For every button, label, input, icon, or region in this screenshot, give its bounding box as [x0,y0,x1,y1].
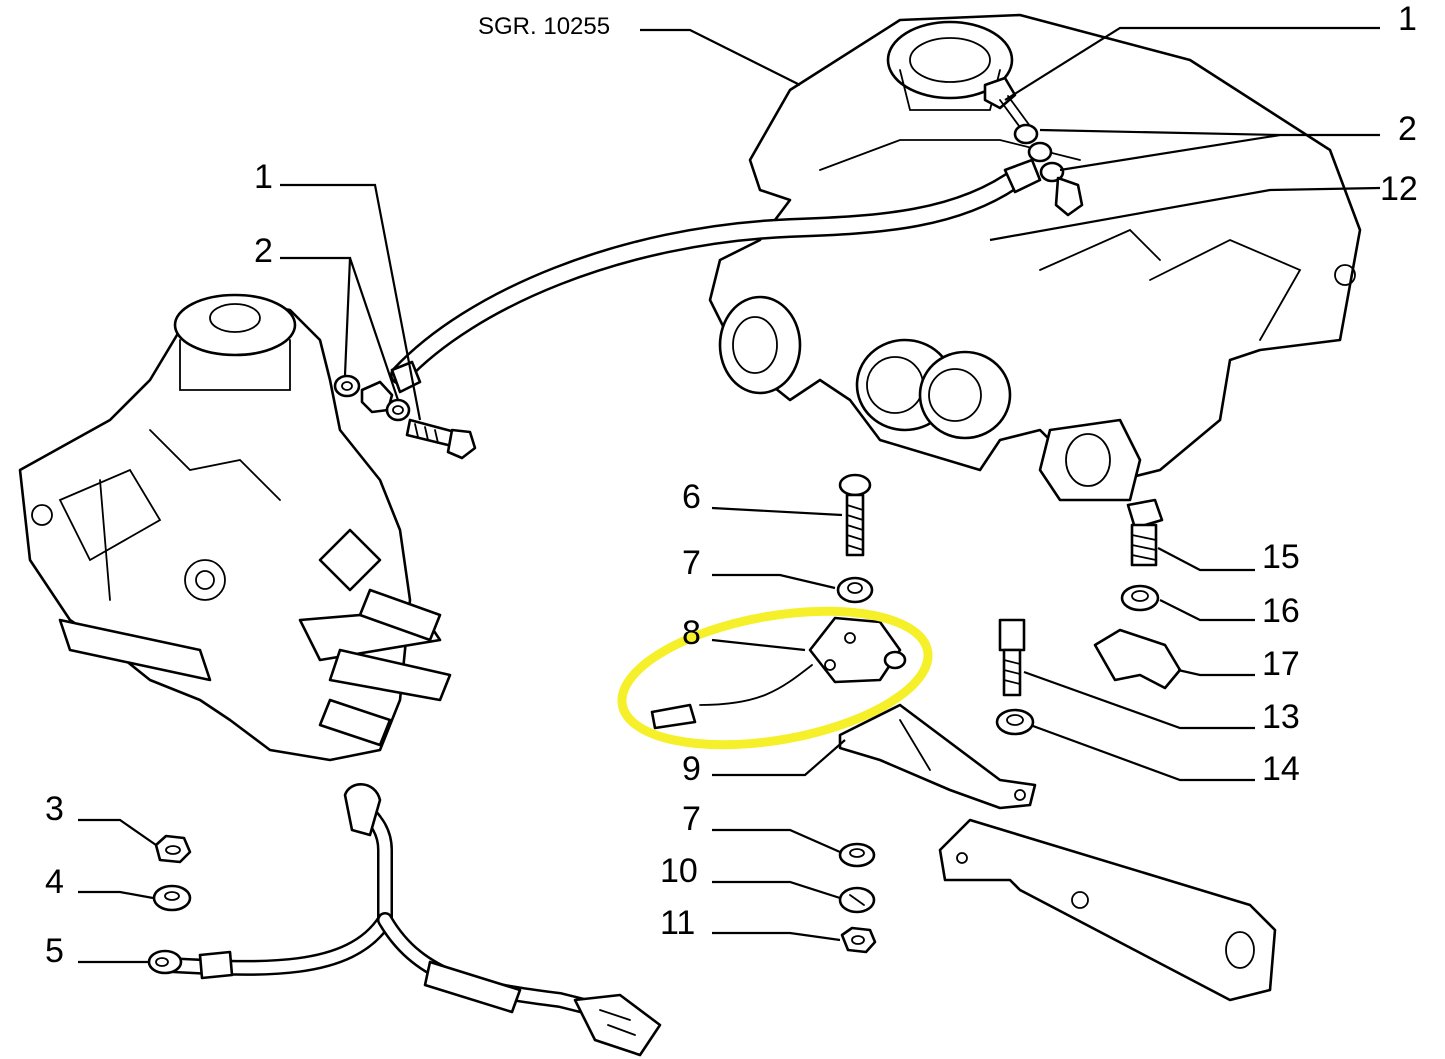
injection-pump [18,293,452,762]
label-8: 8 [682,614,701,652]
washer-14 [995,708,1035,736]
label-16: 16 [1262,592,1300,630]
label-5: 5 [45,932,64,970]
pump-banjo-fittings [333,374,477,460]
sensor-8 [650,616,907,730]
label-7-lower: 7 [682,800,701,838]
leader-lines [78,26,1381,964]
label-17: 17 [1262,645,1300,683]
nut-3 [154,834,192,864]
wiring-harness-5 [147,783,662,1057]
label-7-upper: 7 [682,544,701,582]
mounting-bracket [938,818,1277,1002]
label-15: 15 [1262,538,1300,576]
label-3: 3 [45,790,64,828]
spring-washer-10 [838,886,876,914]
pipe-12 [390,158,1042,394]
label-13: 13 [1262,698,1300,736]
bolt-13 [998,618,1026,697]
washer-4 [152,884,192,912]
intake-manifold [708,13,1362,502]
label-10: 10 [660,852,698,890]
label-9: 9 [682,750,701,788]
clip-17 [1093,628,1182,690]
label-12: 12 [1380,170,1418,208]
label-2-left: 2 [254,232,273,270]
washer-7b [838,842,876,868]
part-labels: SGR. 10255 1 2 12 1 2 6 7 8 9 7 10 11 15… [45,0,1418,970]
bolt-6 [838,473,872,557]
label-1-left: 1 [254,158,273,196]
drawing-reference: SGR. 10255 [478,13,610,40]
label-14: 14 [1262,750,1300,788]
label-6: 6 [682,478,701,516]
nut-11 [840,926,877,954]
label-4: 4 [45,863,64,901]
washer-16 [1120,584,1160,612]
label-2-top: 2 [1398,110,1417,148]
label-11: 11 [660,904,695,942]
bracket-9 [838,703,1037,810]
bolt-15 [1126,498,1164,567]
manifold-banjo-fittings [983,76,1084,217]
label-1-top: 1 [1398,0,1417,38]
highlight-circle [617,606,933,750]
washer-7a [836,576,874,604]
